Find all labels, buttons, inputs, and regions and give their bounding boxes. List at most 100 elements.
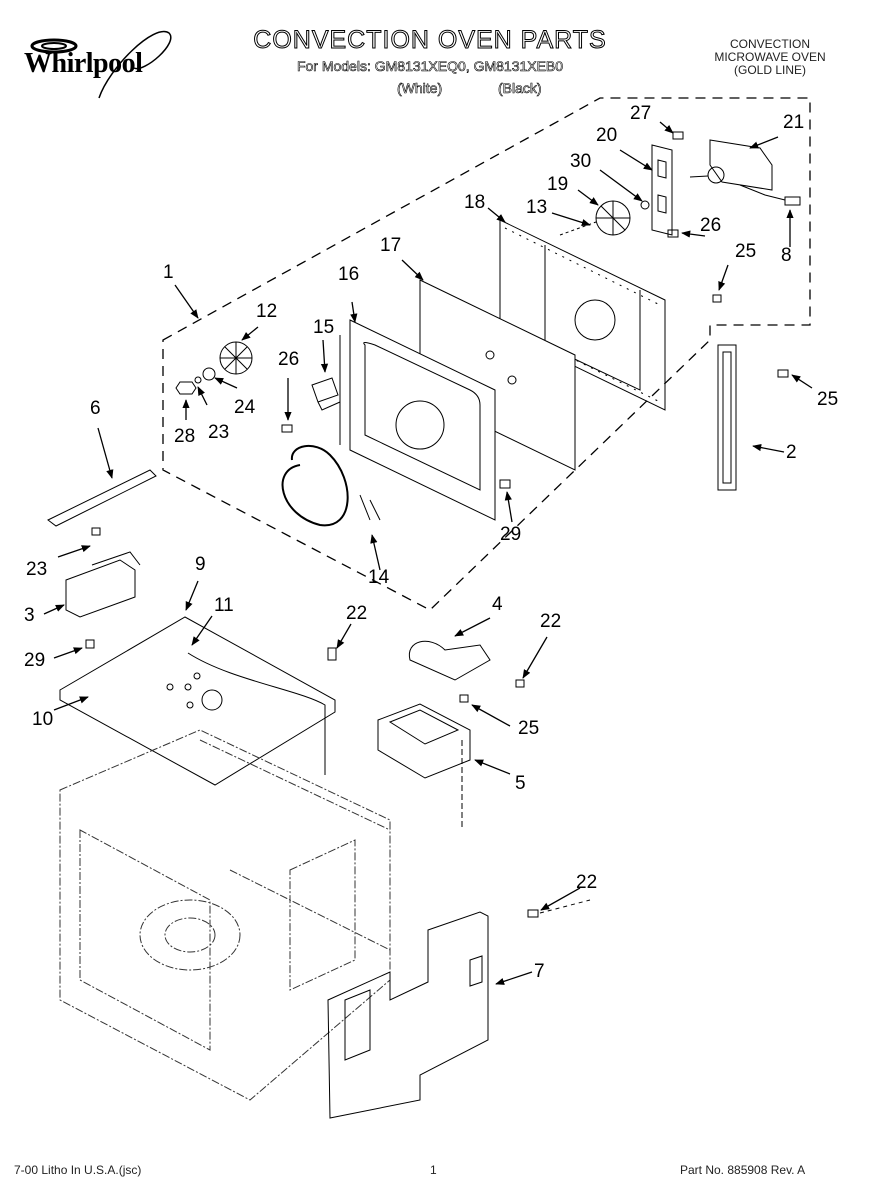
part-15-bracket <box>311 377 341 411</box>
part-12-fan-blade <box>219 341 253 375</box>
leader-13 <box>551 212 591 227</box>
leader-30 <box>599 169 643 202</box>
leader-15 <box>320 339 329 373</box>
leader-27 <box>659 121 674 134</box>
leader-25c <box>471 704 511 727</box>
part-8-wire-harness <box>784 196 801 206</box>
part-25-screw <box>459 694 469 703</box>
product-type-line: CONVECTION <box>729 37 810 51</box>
product-type: CONVECTION MICROWAVE OVEN (GOLD LINE) <box>700 38 840 77</box>
callout-20: 20 <box>596 125 618 146</box>
convection-assembly-boundary <box>162 97 811 611</box>
callout-29: 29 <box>24 650 46 671</box>
callout-23: 23 <box>26 559 48 580</box>
leader-22c <box>540 887 581 911</box>
leader-9 <box>185 580 199 611</box>
part-number: Part No. 885908 Rev. A <box>680 1163 806 1177</box>
leader-11 <box>191 615 213 646</box>
callout-30: 30 <box>570 151 592 172</box>
callout-9: 9 <box>195 554 206 575</box>
part-24-washer <box>202 367 216 381</box>
page-number: 1 <box>430 1163 437 1177</box>
part-6-strip <box>47 469 157 527</box>
leader-20 <box>619 149 653 171</box>
part-16-fan-housing <box>339 319 496 521</box>
callout-6: 6 <box>90 398 101 419</box>
leader-25a <box>718 264 729 291</box>
leader-14 <box>370 534 381 571</box>
leader-17 <box>401 259 424 281</box>
callout-21: 21 <box>783 112 805 133</box>
leader-19 <box>577 189 599 206</box>
part-23-washer <box>194 376 202 384</box>
leader-21 <box>749 136 779 149</box>
leader-29b <box>504 491 513 523</box>
leader-22a <box>336 623 352 649</box>
part-26-screw <box>667 229 679 238</box>
variant-black: (Black) <box>498 80 542 97</box>
leader-6 <box>97 427 114 479</box>
leader-4 <box>454 617 491 637</box>
part-29-screw <box>499 479 511 489</box>
variant-white: (White) <box>397 80 443 97</box>
part-22-screw <box>327 647 337 661</box>
part-22-screw <box>515 679 525 688</box>
leader-3 <box>43 604 65 615</box>
callout-5: 5 <box>515 773 526 794</box>
callout-29: 29 <box>500 524 522 545</box>
part-20-motor-bracket <box>651 144 673 236</box>
callout-11: 11 <box>214 595 234 616</box>
callout-3: 3 <box>24 605 35 626</box>
callout-24: 24 <box>234 397 256 418</box>
callout-27: 27 <box>630 103 652 124</box>
callout-8: 8 <box>781 245 792 266</box>
leader-25b <box>791 374 813 389</box>
leader-10 <box>53 696 89 711</box>
part-11-wire <box>187 652 326 775</box>
callout-10: 10 <box>32 709 54 730</box>
part-23-screw <box>91 527 101 536</box>
leader-24 <box>214 377 238 389</box>
callout-16: 16 <box>338 264 360 285</box>
leader-26b <box>681 230 706 238</box>
leader-7 <box>495 971 533 985</box>
models-line: For Models: GM8131XEQ0, GM8131XEB0 <box>296 58 564 75</box>
callout-26: 26 <box>278 349 300 370</box>
callout-13: 13 <box>526 197 548 218</box>
callout-28: 28 <box>174 426 196 447</box>
part-14-heating-element <box>281 445 381 527</box>
whirlpool-logo-swirl-icon <box>30 30 172 99</box>
callout-25: 25 <box>735 241 757 262</box>
callout-15: 15 <box>313 317 335 338</box>
litho-info: 7-00 Litho In U.S.A.(jsc) <box>14 1163 142 1177</box>
part-25-screw <box>777 369 789 378</box>
callout-14: 14 <box>368 567 390 588</box>
part-27-screw <box>672 131 684 140</box>
leader-1 <box>174 284 199 319</box>
callout-22: 22 <box>540 611 562 632</box>
callout-23: 23 <box>208 422 230 443</box>
part-9-top-plate <box>59 616 336 786</box>
callout-2: 2 <box>786 442 797 463</box>
leader-22b <box>522 636 548 679</box>
part-4-sensor <box>408 640 491 681</box>
part-29-screw <box>85 639 95 649</box>
callout-12: 12 <box>256 301 278 322</box>
callout-25: 25 <box>817 389 839 410</box>
callout-25: 25 <box>518 718 540 739</box>
callout-17: 17 <box>380 235 402 256</box>
callout-22: 22 <box>576 872 598 893</box>
leader-23b <box>197 386 208 406</box>
callout-4: 4 <box>492 594 503 615</box>
part-25-screw <box>712 294 722 303</box>
callout-19: 19 <box>547 174 569 195</box>
callout-26: 26 <box>700 215 722 236</box>
page-title: CONVECTION OVEN PARTS <box>253 26 607 55</box>
leader-5 <box>474 759 511 775</box>
part-19-convection-fan <box>559 200 631 236</box>
oven-cavity <box>59 729 391 1101</box>
leader-23a <box>57 545 91 558</box>
part-21-convection-motor <box>689 139 786 201</box>
callout-1: 1 <box>163 262 174 283</box>
